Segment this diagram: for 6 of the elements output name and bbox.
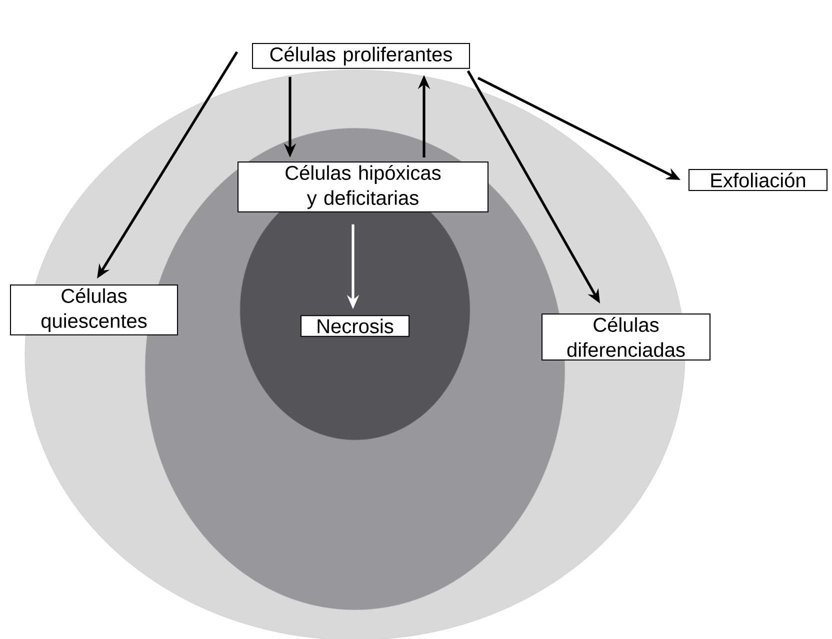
label-box: Células hipóxicas y deficitarias xyxy=(238,162,488,212)
label-box: Células proliferantes xyxy=(252,43,470,69)
label-box: Necrosis xyxy=(300,315,410,337)
label-box: Exfoliación xyxy=(688,169,828,191)
label-box: Células diferenciadas xyxy=(542,314,710,360)
label-box: Células quiescentes xyxy=(10,284,178,336)
